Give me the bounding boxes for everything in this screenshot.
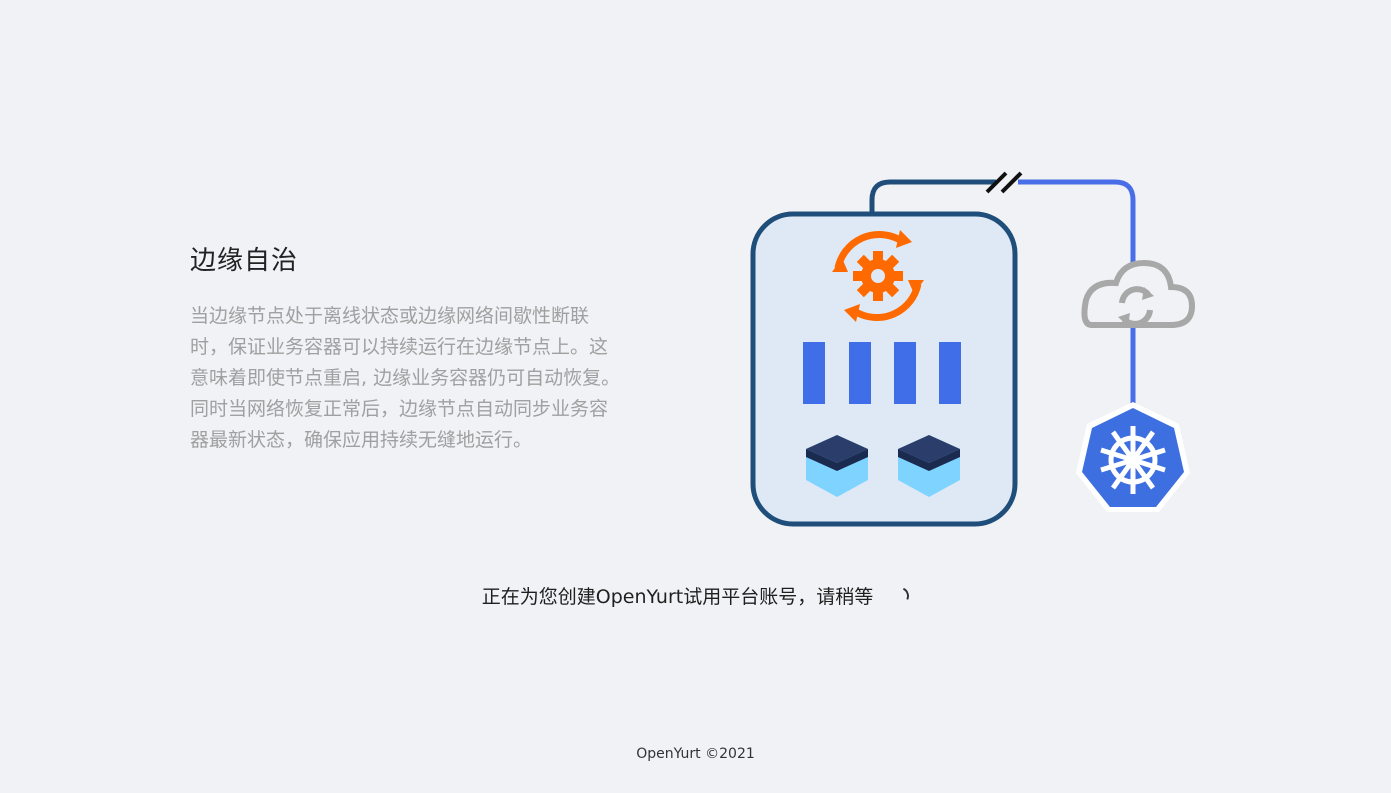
container-cube-icon: [806, 435, 868, 497]
cloud-sync-icon: [1081, 259, 1196, 328]
workload-bars: [803, 342, 961, 404]
disconnect-icon: [985, 171, 1023, 194]
loading-status: 正在为您创建OpenYurt试用平台账号，请稍等: [0, 582, 1391, 609]
gear-sync-icon: [832, 230, 924, 322]
edge-autonomy-illustration: [750, 171, 1196, 527]
link-line-right: [1018, 179, 1136, 405]
kubernetes-icon: [1076, 402, 1190, 512]
container-cube-icon: [898, 435, 960, 497]
loading-message: 正在为您创建OpenYurt试用平台账号，请稍等: [481, 586, 874, 608]
loading-spinner-icon: [888, 583, 912, 608]
feature-title: 边缘自治: [190, 246, 299, 276]
link-line-left: [869, 179, 996, 215]
feature-description: 当边缘节点处于离线状态或边缘网络间歇性断联时，保证业务容器可以持续运行在边缘节点…: [190, 305, 621, 451]
footer-copyright: OpenYurt ©2021: [636, 746, 755, 762]
